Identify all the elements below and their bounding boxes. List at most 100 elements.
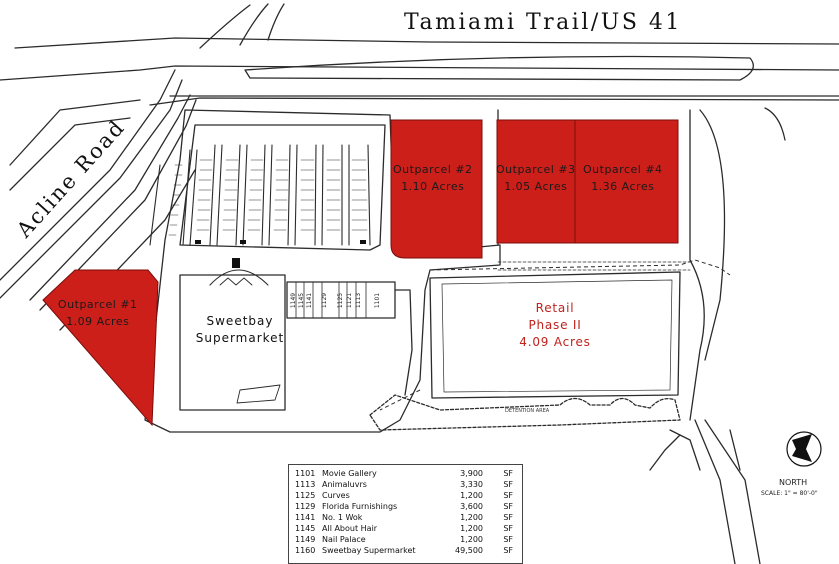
tenant-unit: 1149 [295, 535, 316, 544]
sweetbay-supermarket-label[interactable]: Sweetbay Supermarket [188, 313, 292, 347]
tenant-name: All About Hair [322, 524, 378, 533]
tenant-size: 1,200 [460, 491, 483, 500]
north-connector-road [239, 3, 269, 46]
tamiami-trail-edge [0, 65, 839, 81]
median [244, 55, 754, 81]
store-line-2: Supermarket [195, 331, 285, 345]
north-compass [786, 431, 822, 467]
tenant-uom: SF [503, 535, 513, 544]
east-access-road [689, 109, 705, 421]
tenant-name: Sweetbay Supermarket [322, 546, 416, 555]
cart-corral [195, 240, 201, 244]
tenant-size: 1,200 [460, 513, 483, 522]
tenant-row: 1101 Movie Gallery 3,900 SF [295, 469, 519, 479]
unit-number: 1125 [337, 292, 345, 309]
unit-number: 1113 [355, 292, 363, 309]
tenant-size: 49,500 [455, 546, 483, 555]
retail-parking-strip [497, 261, 691, 271]
cart-corral [240, 240, 246, 244]
outparcel-4-size: 1.36 Acres [591, 180, 655, 193]
tenant-uom: SF [503, 502, 513, 511]
retail-line-2: Phase II [528, 318, 582, 332]
shop-strip-edge [394, 289, 413, 396]
north-connector-road [267, 3, 285, 41]
retail-phase-ii-inner [441, 279, 673, 393]
acline-road-edge [29, 94, 191, 301]
parking-perimeter [179, 124, 386, 251]
north-label: NORTH [779, 478, 808, 487]
east-access-road [729, 429, 741, 471]
unit-number: 1141 [306, 292, 314, 309]
tenant-name: Animaluvrs [322, 480, 367, 489]
acline-road-edge [9, 99, 141, 166]
unit-number: 1129 [321, 292, 329, 309]
outparcel-1-name: Outparcel #1 [58, 298, 138, 311]
unit-number: 1149 [290, 292, 298, 309]
east-access-road [669, 429, 701, 471]
outparcel-3-name: Outparcel #3 [496, 163, 576, 176]
outparcel-2-size: 1.10 Acres [401, 180, 465, 193]
acline-road-edge [0, 79, 183, 299]
cart-corral [360, 240, 366, 244]
tenant-row: 1129 Florida Furnishings 3,600 SF [295, 502, 519, 512]
supermarket-building [179, 274, 286, 411]
tenant-row: 1149 Nail Palace 1,200 SF [295, 535, 519, 545]
tamiami-trail-edge [149, 97, 839, 106]
cart-corral [232, 258, 240, 268]
tenant-unit: 1129 [295, 502, 316, 511]
tenant-name: Florida Furnishings [322, 502, 398, 511]
shop-strip-divider [295, 281, 367, 319]
unit-number: 1145 [298, 292, 306, 309]
store-line-1: Sweetbay [206, 314, 274, 328]
parking-stalls [168, 159, 368, 236]
property-boundary [379, 389, 421, 411]
tenant-uom: SF [503, 491, 513, 500]
tenant-row: 1160 Sweetbay Supermarket 49,500 SF [295, 546, 519, 556]
unit-number: 1121 [346, 292, 354, 309]
tenant-unit: 1101 [295, 469, 316, 478]
tenant-unit: 1113 [295, 480, 316, 489]
outparcel-4-label[interactable]: Outparcel #4 1.36 Acres [583, 161, 663, 195]
east-access-road [649, 434, 681, 471]
tenant-unit: 1125 [295, 491, 316, 500]
detention-area-label: DETENTION AREA [505, 408, 550, 414]
east-access-road [704, 419, 761, 564]
retail-line-1: Retail [535, 301, 575, 315]
tenant-size: 3,900 [460, 469, 483, 478]
tenant-row: 1145 All About Hair 1,200 SF [295, 524, 519, 534]
outparcel-2-label[interactable]: Outparcel #2 1.10 Acres [393, 161, 473, 195]
tenant-name: Movie Gallery [322, 469, 377, 478]
shop-strip [286, 281, 396, 319]
outparcel-2-shape[interactable] [390, 119, 483, 259]
tenant-uom: SF [503, 513, 513, 522]
tenant-unit: 1160 [295, 546, 316, 555]
supermarket-entry [219, 277, 253, 286]
outparcel-3-size: 1.05 Acres [504, 180, 568, 193]
tenant-unit: 1141 [295, 513, 316, 522]
tenant-row: 1125 Curves 1,200 SF [295, 491, 519, 501]
east-access-road [764, 107, 786, 141]
tenant-name: Curves [322, 491, 350, 500]
outparcel-1-shape[interactable] [42, 269, 159, 427]
tenant-uom: SF [503, 546, 513, 555]
outparcel-1-label[interactable]: Outparcel #1 1.09 Acres [58, 296, 138, 330]
tenant-name: No. 1 Wok [322, 513, 363, 522]
loading-dock [236, 384, 281, 404]
east-access-road [694, 419, 736, 564]
tenant-name: Nail Palace [322, 535, 366, 544]
tenant-row: 1141 No. 1 Wok 1,200 SF [295, 513, 519, 523]
retail-phase-ii-label[interactable]: Retail Phase II 4.09 Acres [510, 300, 600, 351]
acline-road-edge [0, 69, 176, 281]
scale-label: SCALE: 1" = 80'-0" [761, 490, 818, 497]
acline-road-edge [9, 117, 131, 191]
unit-number: 1101 [374, 292, 382, 309]
tenant-size: 3,600 [460, 502, 483, 511]
outparcel-3-label[interactable]: Outparcel #3 1.05 Acres [496, 161, 576, 195]
property-boundary [429, 259, 731, 276]
tenant-uom: SF [503, 524, 513, 533]
tenant-size: 1,200 [460, 535, 483, 544]
tenant-size: 3,330 [460, 480, 483, 489]
outparcel-1-size: 1.09 Acres [66, 315, 130, 328]
tamiami-trail-label: Tamiami Trail/US 41 [404, 10, 682, 35]
